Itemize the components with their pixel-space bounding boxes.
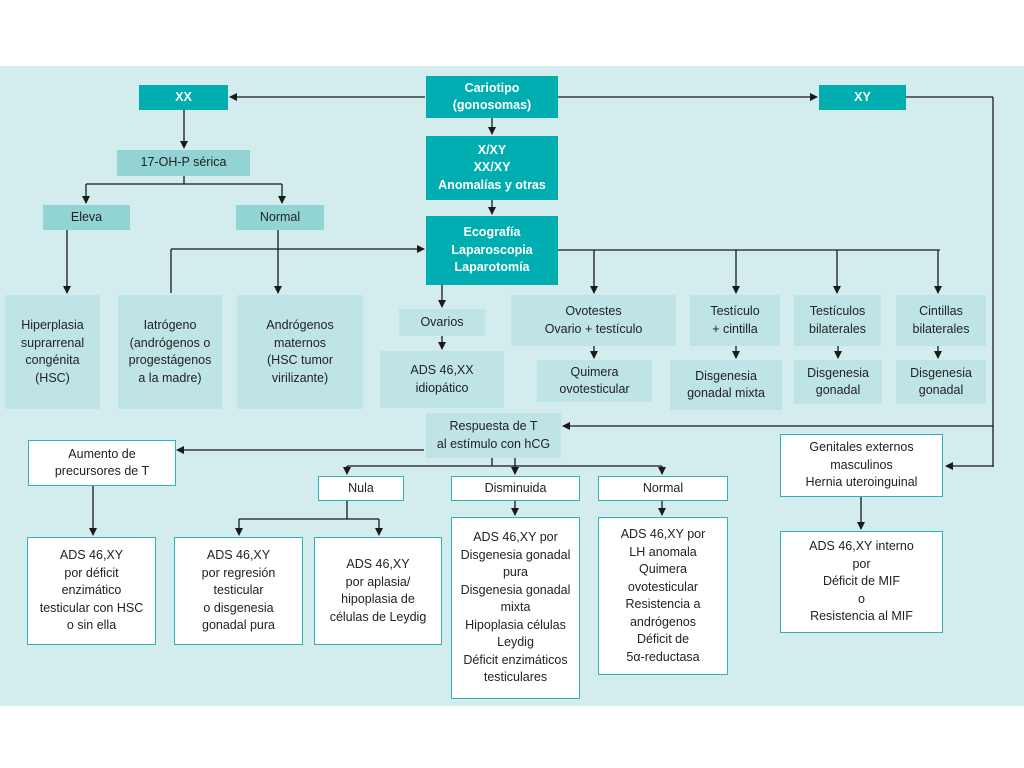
- node-disgenesia-mixta: Disgenesia gonadal mixta: [670, 360, 782, 410]
- node-ads-aplasia: ADS 46,XY por aplasia/ hipoplasia de cél…: [314, 537, 442, 645]
- node-nula: Nula: [318, 476, 404, 501]
- node-disminuida: Disminuida: [451, 476, 580, 501]
- node-respuesta-t: Respuesta de T al estímulo con hCG: [426, 413, 561, 458]
- node-normal-ohp: Normal: [236, 205, 324, 230]
- node-ohp: 17-OH-P sérica: [117, 150, 250, 176]
- node-ovarios: Ovarios: [399, 309, 485, 336]
- node-cintillas-bilaterales: Cintillas bilaterales: [896, 295, 986, 346]
- node-hiperplasia: Hiperplasia suprarrenal congénita (HSC): [5, 295, 100, 409]
- node-quimera: Quimera ovotesticular: [537, 360, 652, 402]
- node-normal-t: Normal: [598, 476, 728, 501]
- node-ads-xx: ADS 46,XX idiopático: [380, 351, 504, 408]
- node-eleva: Eleva: [43, 205, 130, 230]
- node-ovotestes: Ovotestes Ovario + testículo: [511, 295, 676, 346]
- node-disgenesia-gonadal-2: Disgenesia gonadal: [896, 360, 986, 404]
- node-disgenesia-gonadal-1: Disgenesia gonadal: [794, 360, 882, 404]
- node-aumento-precursores: Aumento de precursores de T: [28, 440, 176, 486]
- node-ads-interno: ADS 46,XY interno por Déficit de MIF o R…: [780, 531, 943, 633]
- node-iatrogeno: Iatrógeno (andrógenos o progestágenos a …: [118, 295, 222, 409]
- node-testiculo-cintilla: Testículo + cintilla: [690, 295, 780, 346]
- node-imagen: Ecografía Laparoscopia Laparotomía: [426, 216, 558, 285]
- node-testiculos-bilaterales: Testículos bilaterales: [794, 295, 881, 346]
- node-ads-regresion: ADS 46,XY por regresión testicular o dis…: [174, 537, 303, 645]
- node-cariotipo: Cariotipo (gonosomas): [426, 76, 558, 118]
- node-genitales-externos: Genitales externos masculinos Hernia ute…: [780, 434, 943, 497]
- node-anomalias: X/XY XX/XY Anomalías y otras: [426, 136, 558, 200]
- node-ads-normal: ADS 46,XY por LH anomala Quimera ovotest…: [598, 517, 728, 675]
- node-ads-deficit-enzimatico: ADS 46,XY por déficit enzimático testicu…: [27, 537, 156, 645]
- node-xy: XY: [819, 85, 906, 110]
- node-ads-disminuida: ADS 46,XY por Disgenesia gonadal pura Di…: [451, 517, 580, 699]
- node-xx: XX: [139, 85, 228, 110]
- node-androgenos-maternos: Andrógenos maternos (HSC tumor virilizan…: [237, 295, 363, 409]
